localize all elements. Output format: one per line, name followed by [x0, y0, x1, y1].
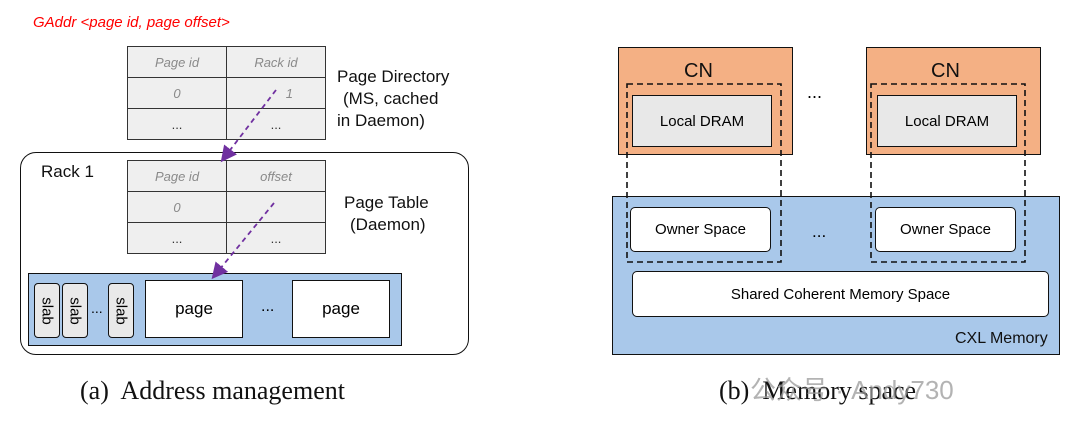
cxl-memory-label: CXL Memory [955, 330, 1048, 347]
pd-cell: ... [127, 108, 227, 140]
page-table-title-line: Page Table [344, 193, 429, 212]
lookup-arrows [211, 89, 277, 280]
local-dram-right: Local DRAM [877, 95, 1017, 147]
rack-container [20, 152, 469, 355]
rack-label: Rack 1 [41, 162, 94, 181]
cn-ellipsis: ... [807, 82, 823, 102]
caption-a: (a) Address management [80, 376, 345, 405]
caption-b: (b) Memory space [719, 376, 917, 405]
page-directory-title-line: (MS, cached [343, 89, 439, 108]
page-table-title: Page Table (Daemon) [344, 192, 429, 236]
pt-header-offset: offset [226, 160, 326, 192]
pt-cell: ... [226, 222, 326, 254]
pd-header-rack-id: Rack id [226, 46, 326, 78]
pt-cell [226, 191, 326, 223]
page-block: page [292, 280, 390, 338]
gaddr-label: GAddr <page id, page offset> [33, 14, 230, 31]
cn-label: CN [931, 60, 960, 82]
slab-label: slab [112, 296, 130, 325]
mapping-outline-right [870, 83, 1026, 263]
slab-ellipsis: ... [91, 300, 103, 316]
shared-coherent-memory-space: Shared Coherent Memory Space [632, 271, 1049, 317]
arrow-table-to-page [211, 202, 275, 280]
pd-cell: 1 [226, 77, 326, 109]
slab: slab [62, 283, 88, 338]
slab: slab [34, 283, 60, 338]
slab-label: slab [38, 296, 56, 325]
pt-header-page-id: Page id [127, 160, 227, 192]
slab: slab [108, 283, 134, 338]
page-ellipsis: ... [261, 298, 275, 315]
page-block: page [145, 280, 243, 338]
owner-space-left: Owner Space [630, 207, 771, 252]
slab-label: slab [66, 296, 84, 325]
watermark: 公众号 · Andy730 [750, 375, 954, 405]
mapping-outlines [626, 83, 1026, 263]
mapping-outline-left [626, 83, 782, 263]
page-table-title-line: (Daemon) [350, 215, 426, 234]
owner-space-right: Owner Space [875, 207, 1016, 252]
page-directory-title-line: Page Directory [337, 67, 450, 86]
page-directory-title-line: in Daemon) [337, 111, 425, 130]
page-directory-title: Page Directory (MS, cached in Daemon) [337, 66, 449, 132]
cn-label: CN [684, 60, 713, 82]
owner-ellipsis: ... [812, 222, 827, 241]
local-dram-left: Local DRAM [632, 95, 772, 147]
